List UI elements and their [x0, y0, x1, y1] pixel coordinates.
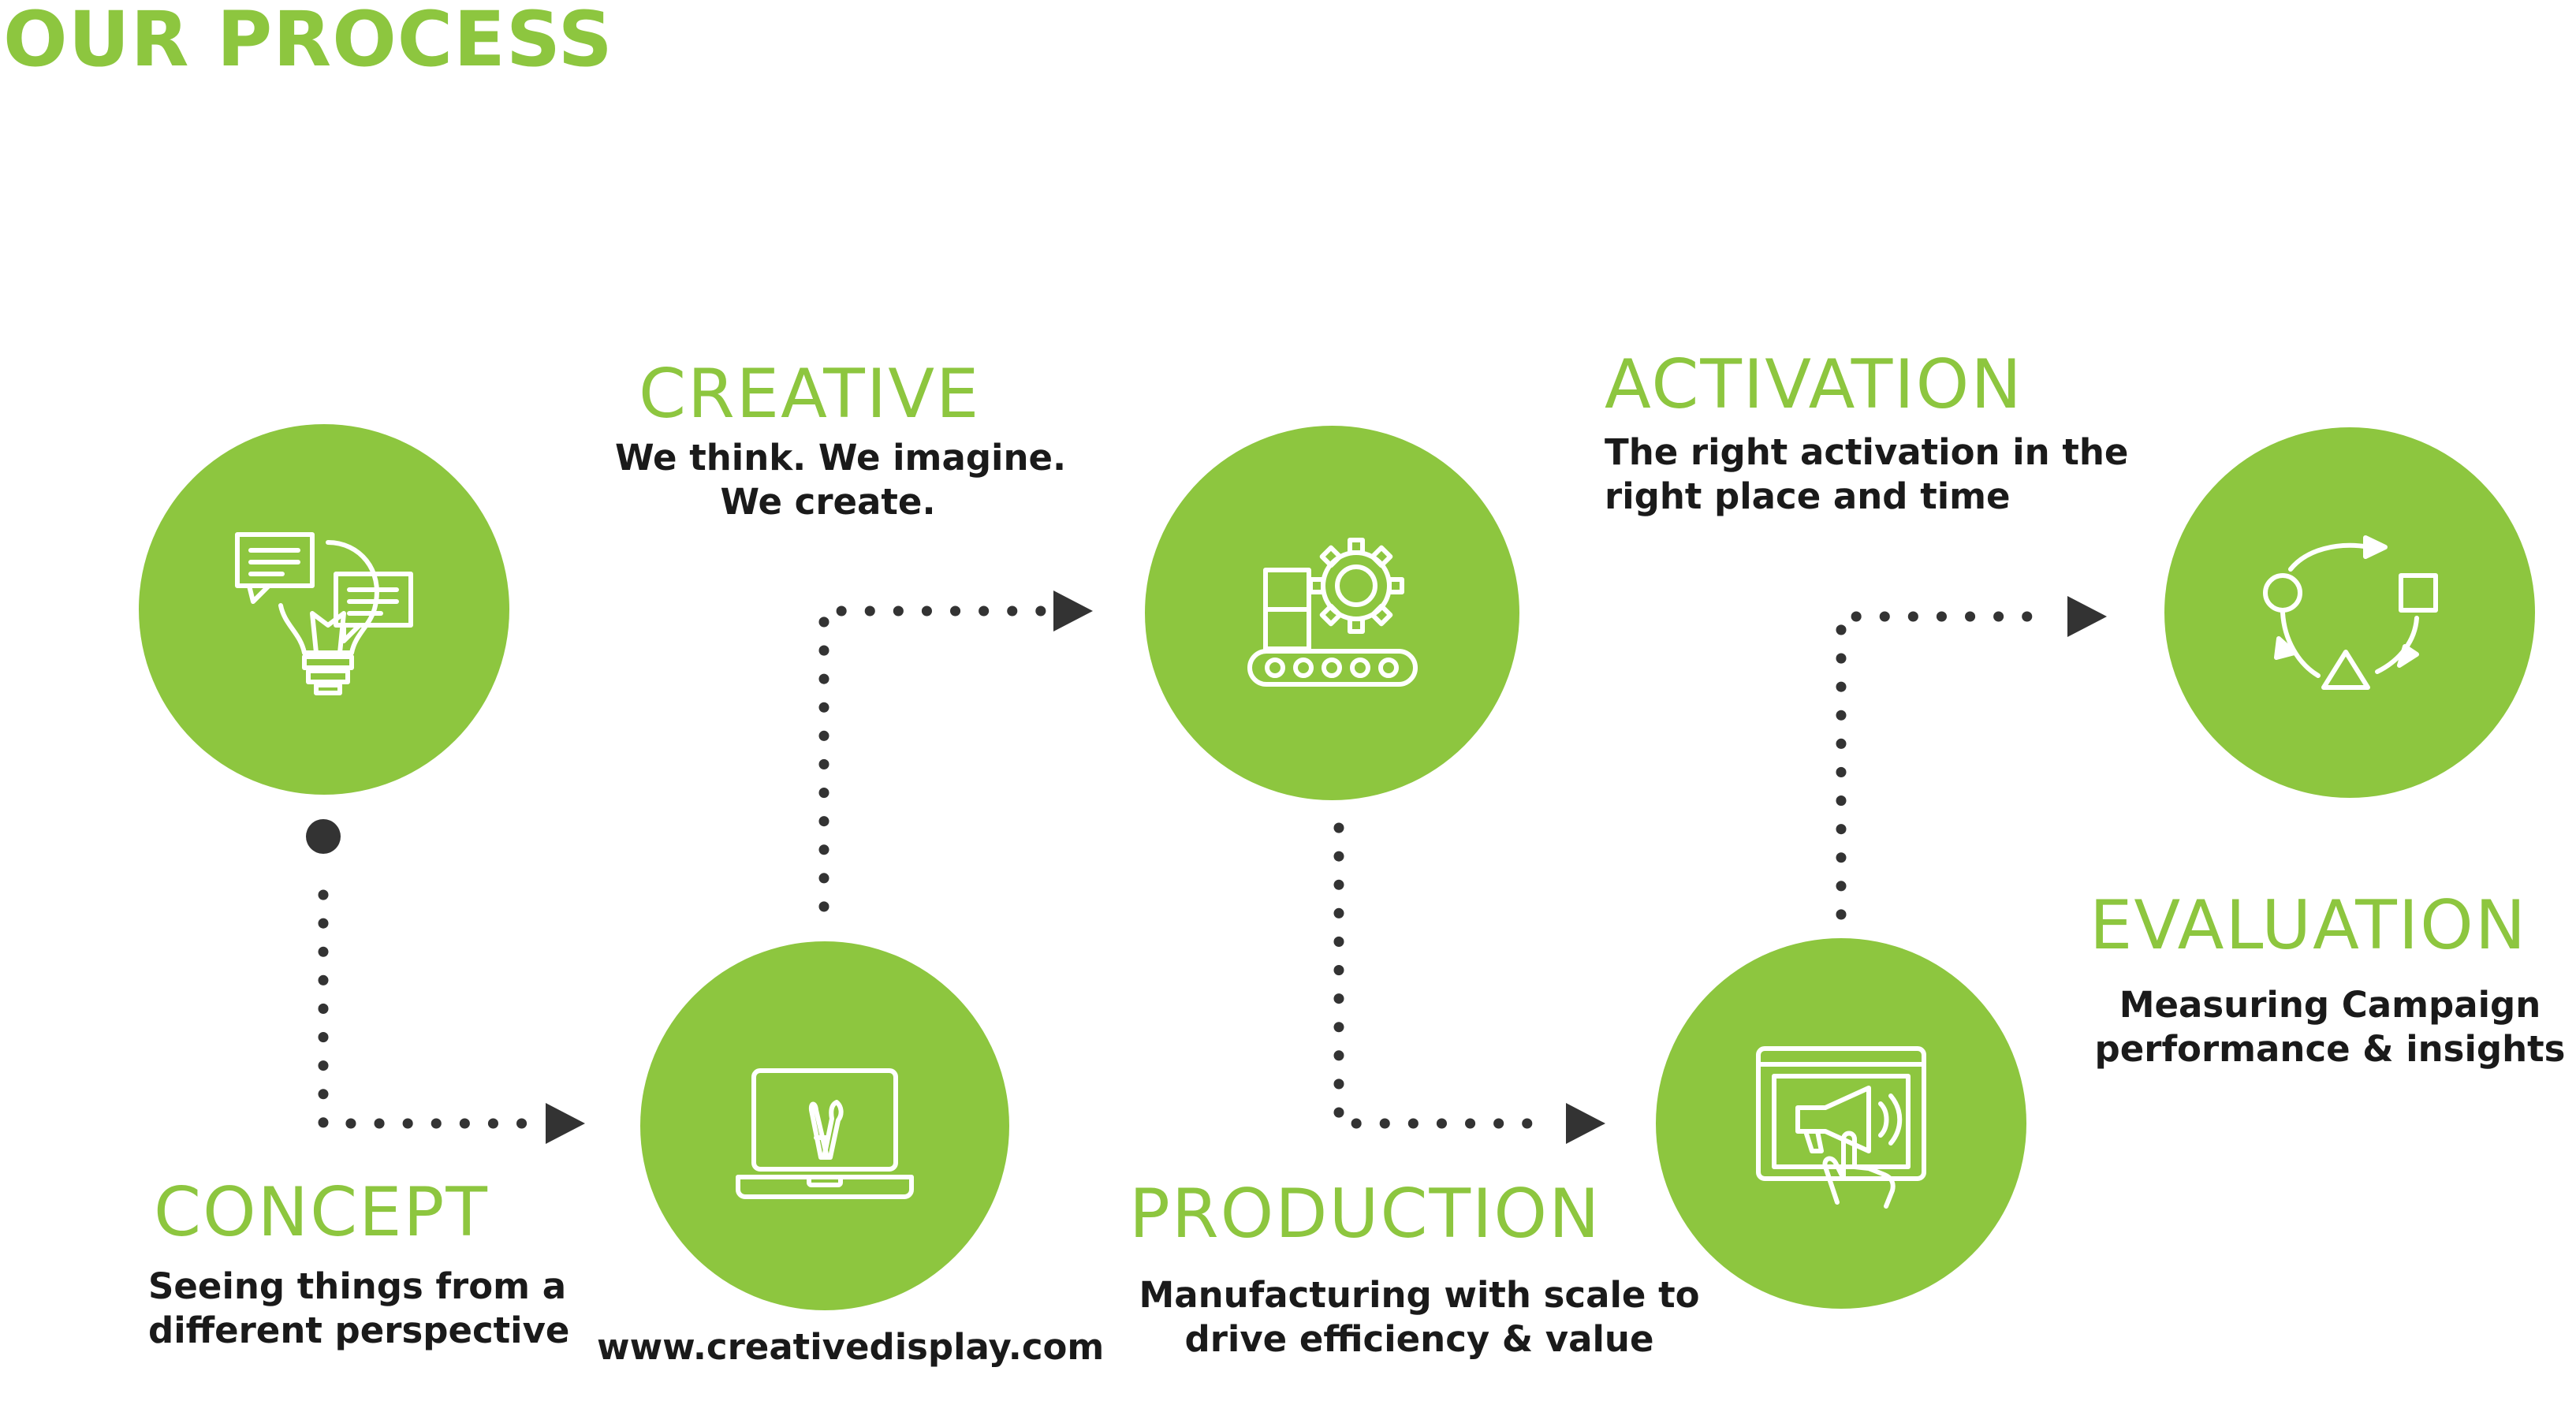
idea-bulb-chat-icon	[235, 532, 413, 695]
connector-start-dot	[306, 819, 341, 854]
stage-desc-evaluation: Measuring Campaign performance & insight…	[2066, 983, 2576, 1071]
stage-desc-line: performance & insights	[2094, 1028, 2566, 1070]
stage-desc-line: Manufacturing with scale to	[1139, 1274, 1700, 1316]
cycle-shapes-icon	[2263, 535, 2438, 690]
page-title: OUR PROCESS	[3, 0, 613, 84]
stage-circle-production	[1145, 426, 1519, 800]
stage-desc-line: drive efficiency & value	[1184, 1318, 1654, 1360]
stage-title-creative: CREATIVE	[639, 355, 981, 434]
stage-title-evaluation: EVALUATION	[2090, 886, 2528, 965]
stage-circle-activation	[1656, 938, 2026, 1309]
website-url: www.creativedisplay.com	[597, 1326, 1105, 1368]
conveyor-gear-icon	[1247, 537, 1418, 687]
stage-circle-creative	[640, 941, 1009, 1310]
stage-title-activation: ACTIVATION	[1605, 345, 2023, 424]
arrowhead-icon	[2067, 596, 2107, 637]
stage-title-production: PRODUCTION	[1129, 1175, 1601, 1254]
stage-desc-line: right place and time	[1605, 475, 2011, 517]
arrowhead-icon	[1566, 1103, 1605, 1144]
stage-desc-line: different perspective	[148, 1310, 570, 1351]
stage-desc-line: We think. We imagine.	[615, 437, 1067, 479]
stage-circle-concept	[139, 424, 509, 795]
connector-activation-evaluation	[1836, 611, 2056, 920]
stage-desc-line: The right activation in the	[1605, 431, 2129, 473]
touch-megaphone-screen-icon	[1756, 1046, 1926, 1209]
laptop-brushes-icon	[736, 1068, 914, 1199]
stage-desc-production: Manufacturing with scale to drive effici…	[1128, 1273, 1711, 1362]
stage-desc-concept: Seeing things from a different perspecti…	[148, 1265, 569, 1353]
stage-desc-creative: We think. We imagine. We create.	[615, 436, 1067, 524]
connector-creative-production	[818, 605, 1046, 912]
stage-circle-evaluation	[2164, 427, 2535, 798]
stage-desc-activation: The right activation in the right place …	[1605, 430, 2128, 519]
connector-concept-creative	[318, 889, 538, 1129]
stage-desc-line: We create.	[720, 481, 936, 523]
connector-production-activation	[1333, 822, 1551, 1129]
stage-desc-line: Seeing things from a	[148, 1265, 567, 1307]
arrowhead-icon	[546, 1103, 585, 1144]
stage-title-concept: CONCEPT	[154, 1173, 489, 1252]
arrowhead-icon	[1053, 591, 1093, 631]
stage-desc-line: Measuring Campaign	[2119, 984, 2541, 1026]
